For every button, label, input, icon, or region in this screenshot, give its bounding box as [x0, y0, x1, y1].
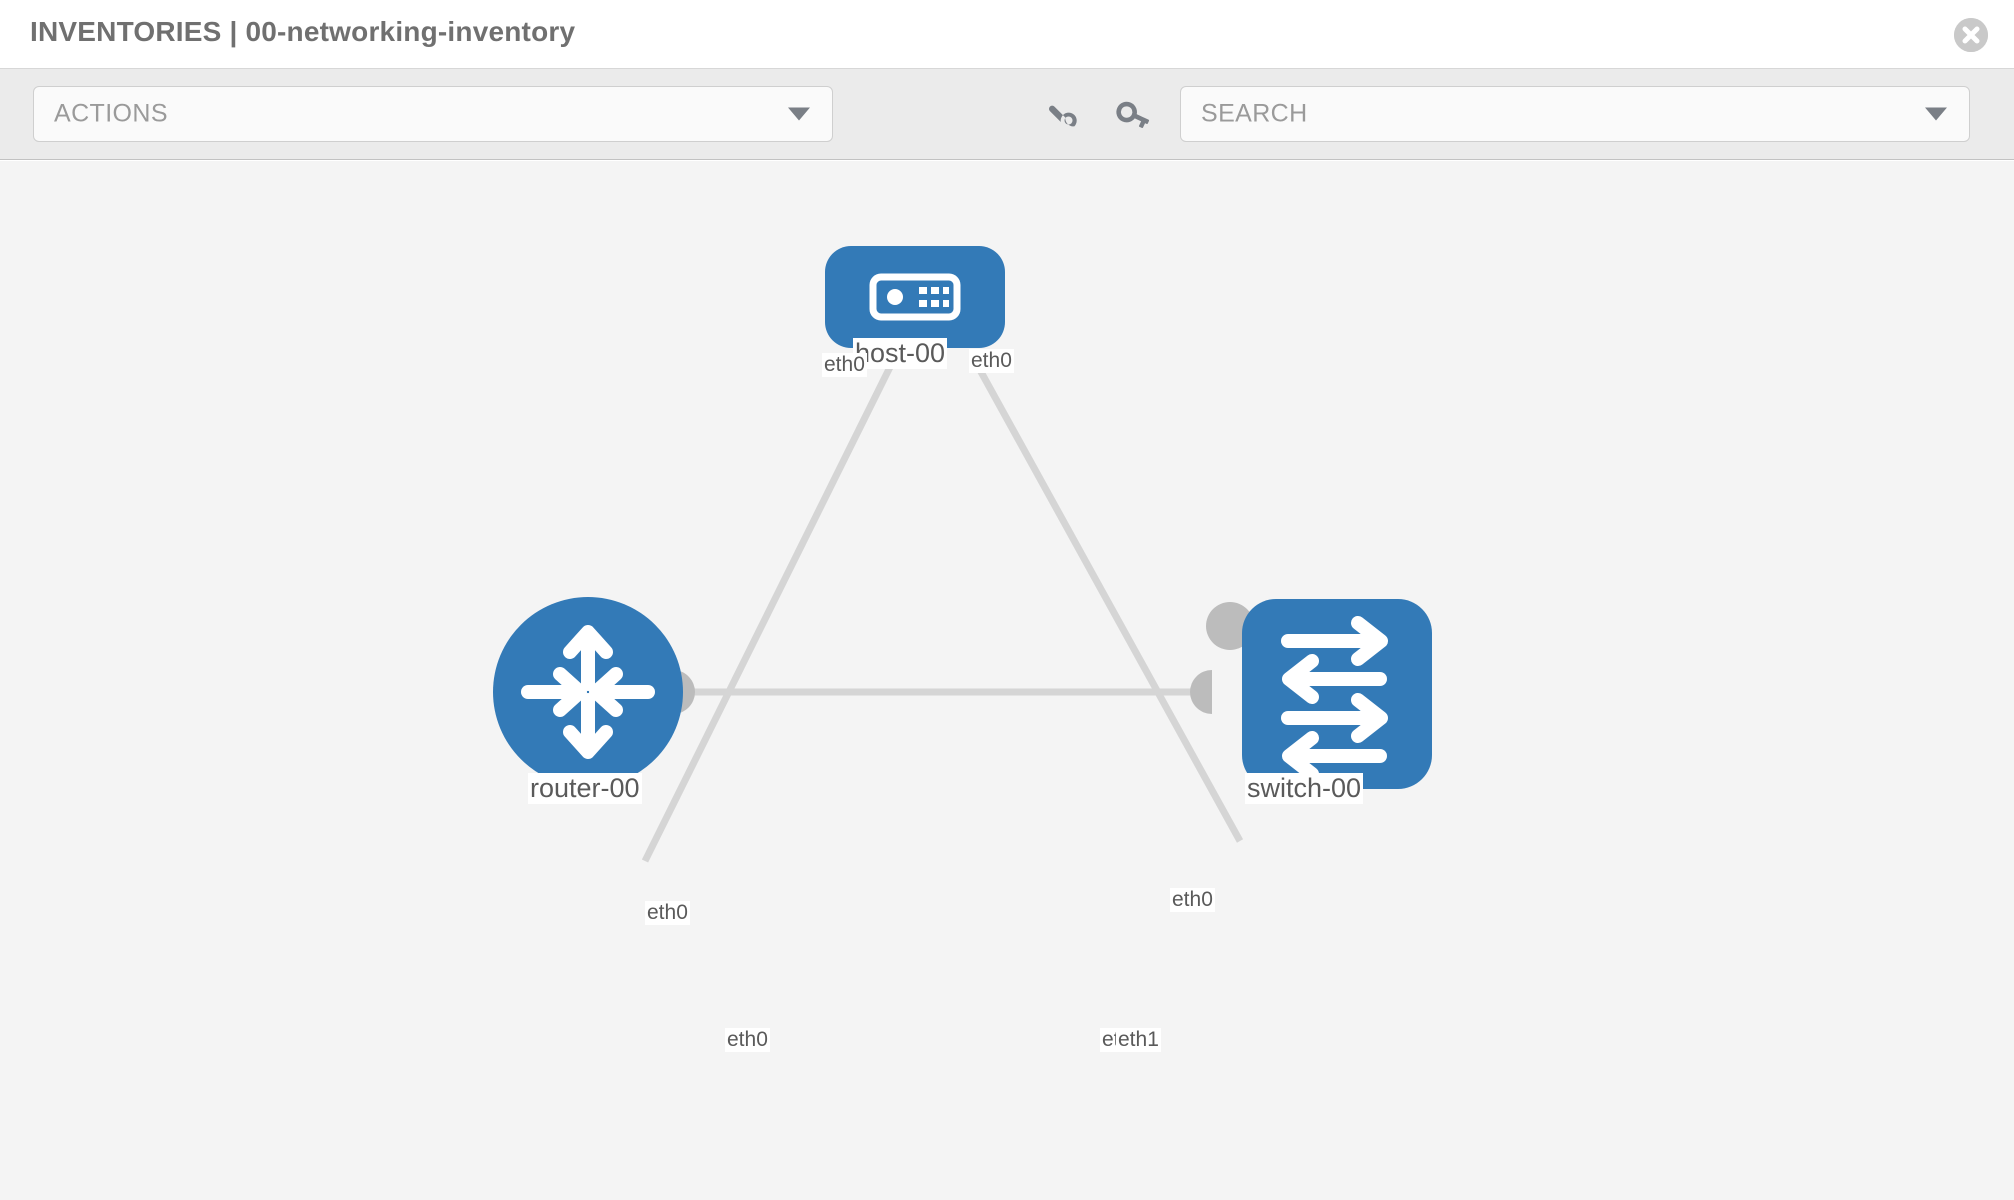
node-label-router-00: router-00 — [528, 773, 642, 804]
node-switch-00 — [1242, 599, 1432, 789]
key-icon[interactable] — [1113, 95, 1153, 135]
close-icon[interactable] — [1954, 18, 1988, 52]
topology-canvas[interactable]: host-00 router-00 switch-00 eth0 eth0 et… — [0, 161, 2014, 1200]
chevron-down-icon — [788, 107, 810, 121]
actions-dropdown[interactable]: ACTIONS — [33, 86, 833, 142]
topology-connector-stubs — [673, 321, 1254, 714]
node-router-00 — [493, 597, 683, 787]
page-title: INVENTORIES | 00-networking-inventory — [30, 16, 576, 47]
search-placeholder: SEARCH — [1201, 99, 1308, 128]
edge-label-host-right-eth0: eth0 — [969, 349, 1014, 373]
stub-switch-left — [1190, 670, 1212, 714]
edge-label-switch-left-eth1: eth1 — [1116, 1028, 1161, 1052]
page-header: INVENTORIES | 00-networking-inventory — [0, 0, 2014, 69]
search-input[interactable]: SEARCH — [1180, 86, 1970, 142]
node-label-host-00: host-00 — [853, 338, 948, 369]
wrench-icon[interactable] — [1043, 95, 1083, 135]
topology-graph — [493, 246, 1432, 863]
chevron-down-icon — [1925, 107, 1947, 121]
edge-label-router-up-eth0: eth0 — [645, 901, 690, 925]
actions-dropdown-label: ACTIONS — [54, 99, 168, 128]
node-host-00 — [825, 246, 1005, 348]
node-label-switch-00: switch-00 — [1245, 773, 1364, 804]
edge-host-switch — [971, 359, 1244, 843]
toolbar: ACTIONS SEARCH — [0, 69, 2014, 160]
edge-label-switch-up-eth0: eth0 — [1170, 888, 1215, 912]
edge-host-router — [641, 359, 897, 863]
edge-label-router-right-eth0: eth0 — [725, 1028, 770, 1052]
topology-edges — [641, 359, 1244, 863]
edge-label-host-left-eth0: eth0 — [822, 353, 867, 377]
